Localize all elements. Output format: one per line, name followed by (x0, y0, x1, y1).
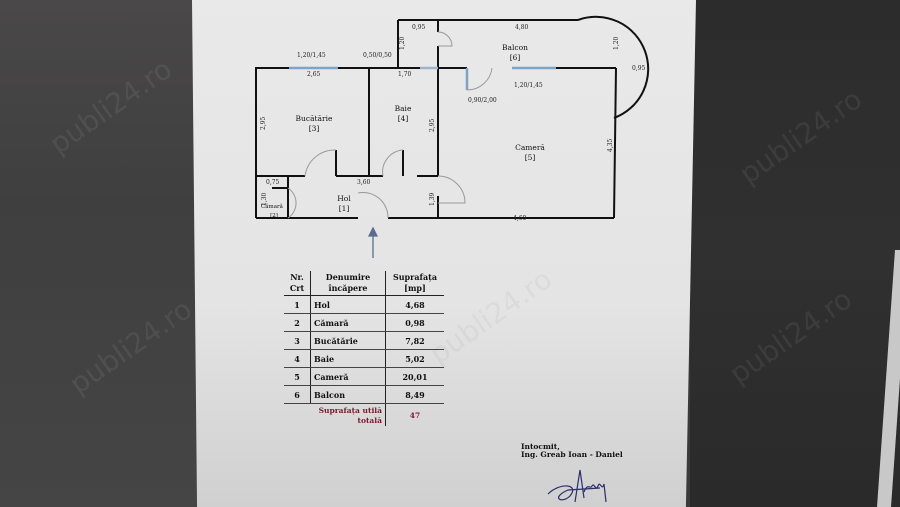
svg-text:2,95: 2,95 (429, 118, 436, 132)
svg-text:[2]: [2] (270, 213, 278, 219)
svg-text:[4]: [4] (398, 114, 409, 123)
signature (547, 469, 607, 503)
svg-text:Bucătărie: Bucătărie (296, 114, 333, 123)
svg-text:Cameră: Cameră (515, 143, 545, 152)
svg-text:[6]: [6] (510, 53, 521, 62)
author-name: Ing. Greab Ioan - Daniel (521, 450, 623, 459)
svg-text:4,60: 4,60 (513, 215, 527, 222)
col-nr: Nr.Crt (284, 271, 311, 296)
svg-text:2,95: 2,95 (260, 116, 267, 130)
svg-text:3,60: 3,60 (357, 179, 371, 186)
svg-text:1,20: 1,20 (399, 36, 406, 50)
svg-text:0,90/2,00: 0,90/2,00 (468, 97, 497, 104)
svg-text:[3]: [3] (309, 124, 320, 133)
svg-text:[1]: [1] (339, 204, 350, 213)
svg-text:0,95: 0,95 (632, 65, 646, 72)
svg-text:1,20: 1,20 (613, 36, 620, 50)
svg-text:Cămară: Cămară (261, 203, 284, 210)
svg-text:1,39: 1,39 (429, 192, 436, 206)
svg-text:Hol: Hol (337, 194, 351, 203)
total-value: 47 (409, 411, 421, 420)
svg-text:1,30: 1,30 (261, 192, 268, 206)
svg-text:1,20/1,45: 1,20/1,45 (297, 52, 326, 59)
svg-text:0,75: 0,75 (266, 179, 280, 186)
svg-text:[5]: [5] (525, 153, 536, 162)
svg-text:Balcon: Balcon (502, 43, 528, 52)
author-block: Intocmit, Ing. Greab Ioan - Daniel (521, 443, 623, 459)
svg-text:4,80: 4,80 (515, 24, 529, 31)
svg-text:0,50/0,50: 0,50/0,50 (363, 52, 392, 59)
author-title: Intocmit, (521, 442, 560, 451)
background-right (690, 0, 900, 507)
svg-text:0,95: 0,95 (412, 24, 426, 31)
svg-text:Baie: Baie (395, 104, 412, 113)
col-area: Suprafața[mp] (385, 271, 444, 296)
background-left (0, 0, 200, 507)
svg-text:1,20/1,45: 1,20/1,45 (514, 82, 543, 89)
svg-text:4,35: 4,35 (607, 138, 614, 152)
svg-text:1,70: 1,70 (398, 71, 412, 78)
paper-sheet (192, 0, 696, 507)
svg-text:2,65: 2,65 (307, 71, 321, 78)
